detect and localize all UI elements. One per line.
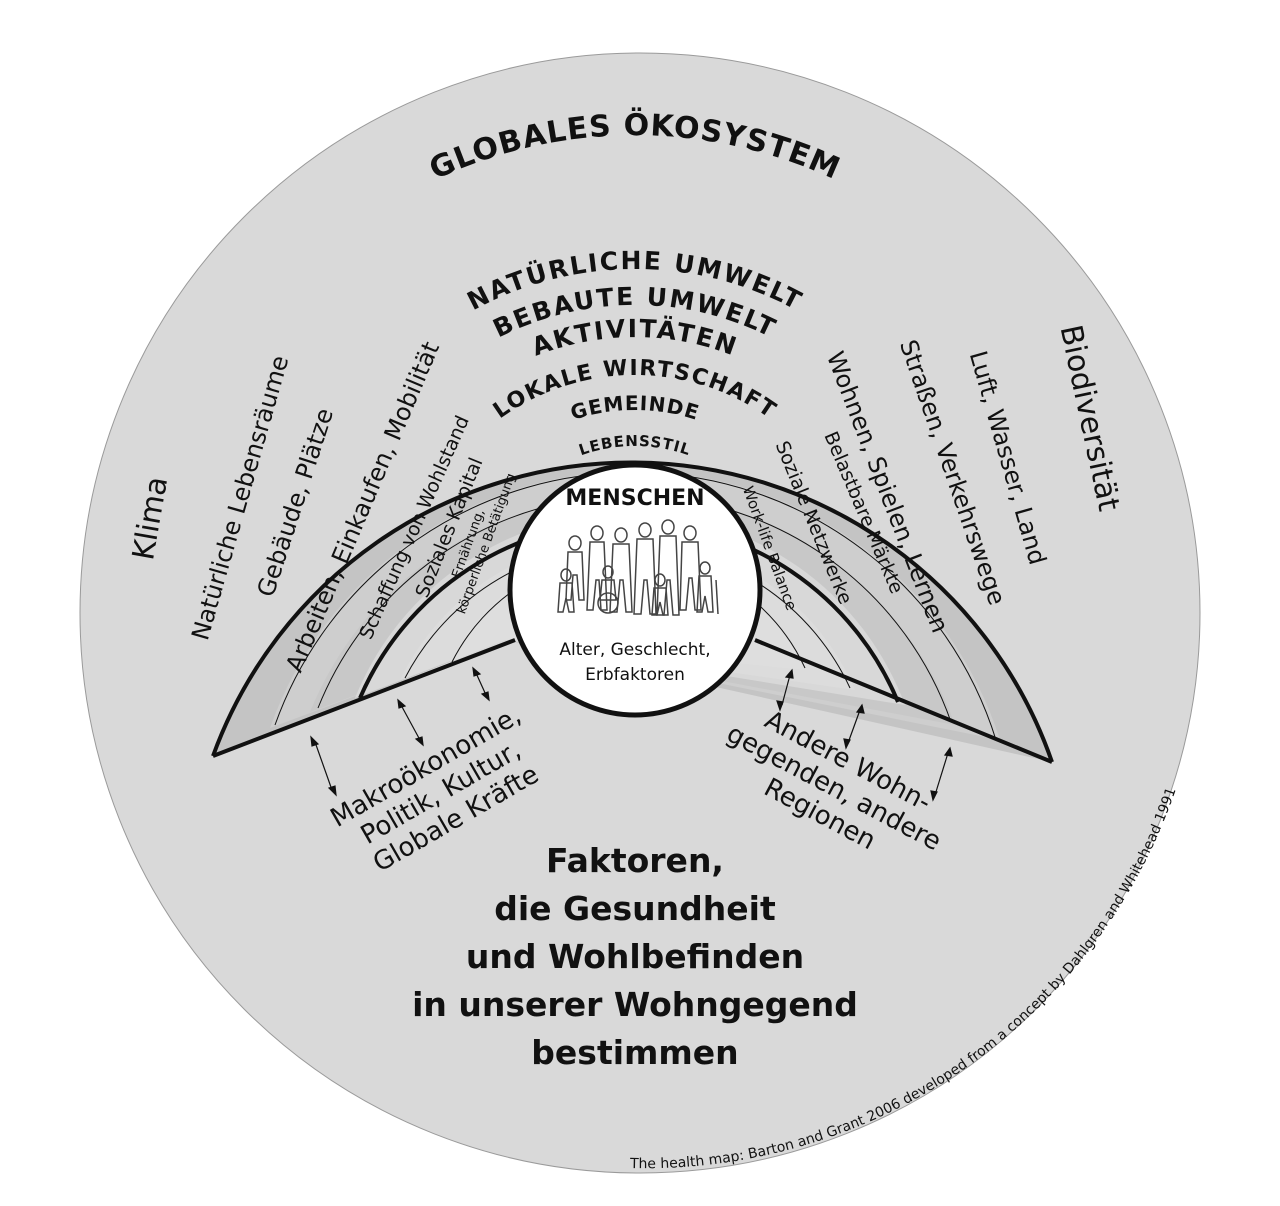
main-title-line2: die Gesundheit [494,889,776,928]
arrows-group [310,666,953,802]
arch-base-left [212,638,516,758]
main-title-line4: in unserer Wohngegend [412,985,858,1024]
main-title-line1: Faktoren, [546,841,724,880]
arch-base-right [754,638,1053,764]
main-title: Faktoren, die Gesundheit und Wohlbefinde… [412,841,858,1072]
main-title-line3: und Wohlbefinden [466,937,804,976]
people-figures-icon [557,519,719,616]
people-attributes-line1: Alter, Geschlecht, [559,640,710,660]
people-attributes-line2: Erbfaktoren [585,665,685,685]
people-title: MENSCHEN [565,486,704,511]
main-title-line5: bestimmen [531,1033,738,1072]
